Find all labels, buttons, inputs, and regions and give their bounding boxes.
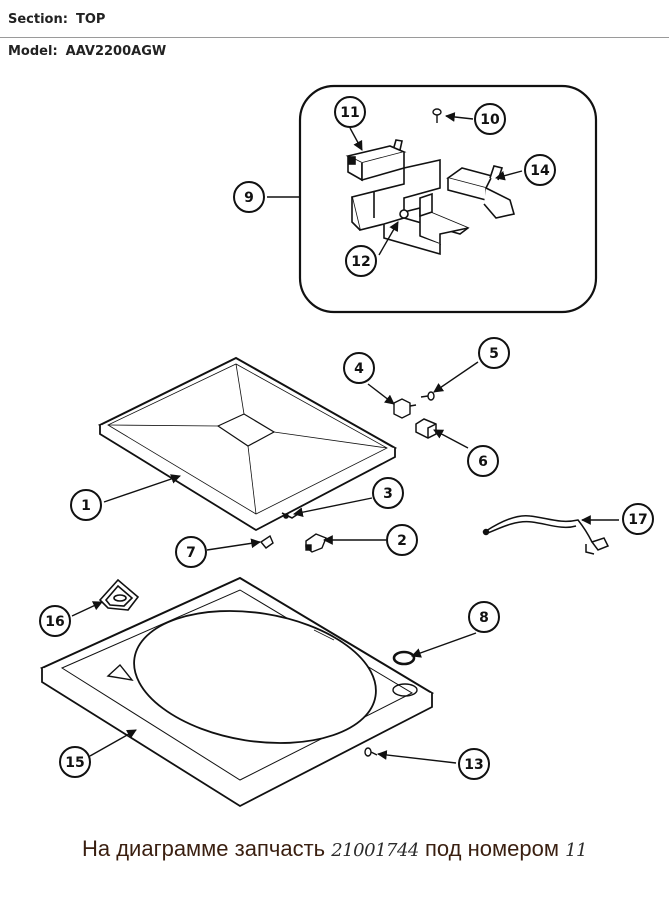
callout-circle [345,245,377,277]
part-2-hinge [305,533,327,553]
callout-circle [524,154,556,186]
leader-1 [103,474,181,503]
callout-12: 12 [345,245,377,277]
caption-item-number: 11 [565,840,588,861]
callout-label: 16 [45,614,64,630]
callout-label: 10 [480,112,500,128]
callout-label: 9 [244,190,254,206]
callout-1: 1 [70,489,102,521]
callout-16: 16 [39,605,71,637]
leader-5 [433,361,479,393]
part-4-lid-switch [393,398,417,419]
callout-label: 8 [479,610,489,626]
callout-circle [478,337,510,369]
part-6-bracket [415,418,437,439]
callout-circle [343,352,375,384]
section-header: Section: TOP [8,12,105,27]
part-13-screw [364,747,378,757]
callout-14: 14 [524,154,556,186]
callout-4: 4 [343,352,375,384]
callout-circle [70,489,102,521]
leader-7 [206,538,261,551]
callout-circle [233,181,265,213]
callout-circle [386,524,418,556]
callout-8: 8 [468,601,500,633]
leader-13 [377,750,457,764]
callout-10: 10 [474,103,506,135]
part-7-bumper [259,534,274,549]
callout-circle [458,748,490,780]
callout-9: 9 [233,181,265,213]
part-16-dispenser [98,578,140,611]
callout-circle [468,601,500,633]
model-label: Model: [8,44,58,59]
part-17-wire-harness [482,514,610,555]
callout-3: 3 [372,477,404,509]
leader-16 [71,601,103,617]
leader-12 [378,221,399,256]
leader-11 [349,127,363,151]
section-divider [0,37,669,38]
callout-circle [59,746,91,778]
callout-label: 13 [464,757,483,773]
callout-label: 2 [397,533,407,549]
inset-box [298,84,598,314]
part-15-main-top [39,576,435,808]
callout-label: 14 [530,163,550,179]
part-12-bracket [351,159,470,256]
callout-7: 7 [175,536,207,568]
leader-3 [293,497,373,518]
callout-label: 3 [383,486,393,502]
caption: На диаграмме запчасть 21001744 под номер… [0,836,669,862]
part-10-screw [432,108,442,123]
callout-13: 13 [458,748,490,780]
leader-14 [495,170,523,181]
leader-6 [433,429,469,449]
leader-8 [411,632,477,658]
callout-circle [622,503,654,535]
section-label: Section: [8,12,68,27]
callout-label: 1 [81,498,91,514]
callout-17: 17 [622,503,654,535]
callout-label: 17 [628,512,647,528]
callout-label: 6 [478,454,488,470]
leader-15 [89,729,137,757]
callout-label: 11 [340,105,359,121]
callout-label: 15 [65,755,84,771]
callout-circle [372,477,404,509]
callout-circle [334,96,366,128]
callout-11: 11 [334,96,366,128]
callout-label: 12 [351,254,370,270]
callout-2: 2 [386,524,418,556]
callout-label: 5 [489,346,499,362]
part-1-top-panel [97,356,398,532]
callout-label: 4 [354,361,364,377]
section-value: TOP [75,12,106,27]
part-11-switch [345,139,407,182]
model-value: AAV2200AGW [65,44,167,59]
callout-6: 6 [467,445,499,477]
callout-label: 7 [186,545,196,561]
part-8-ring [392,650,416,666]
callout-circle [39,605,71,637]
callout-5: 5 [478,337,510,369]
model-header: Model: AAV2200AGW [8,44,166,59]
part-14-actuator [446,165,516,219]
leader-lines [71,112,619,764]
callout-15: 15 [59,746,91,778]
caption-part-number: 21001744 [331,840,419,861]
callout-circle [175,536,207,568]
part-5-screw [420,391,435,401]
caption-middle: под номером [425,836,559,861]
leader-10 [445,112,474,122]
leader-4 [367,383,395,405]
callout-circle [474,103,506,135]
caption-prefix: На диаграмме запчасть [81,836,326,861]
callout-circle [467,445,499,477]
